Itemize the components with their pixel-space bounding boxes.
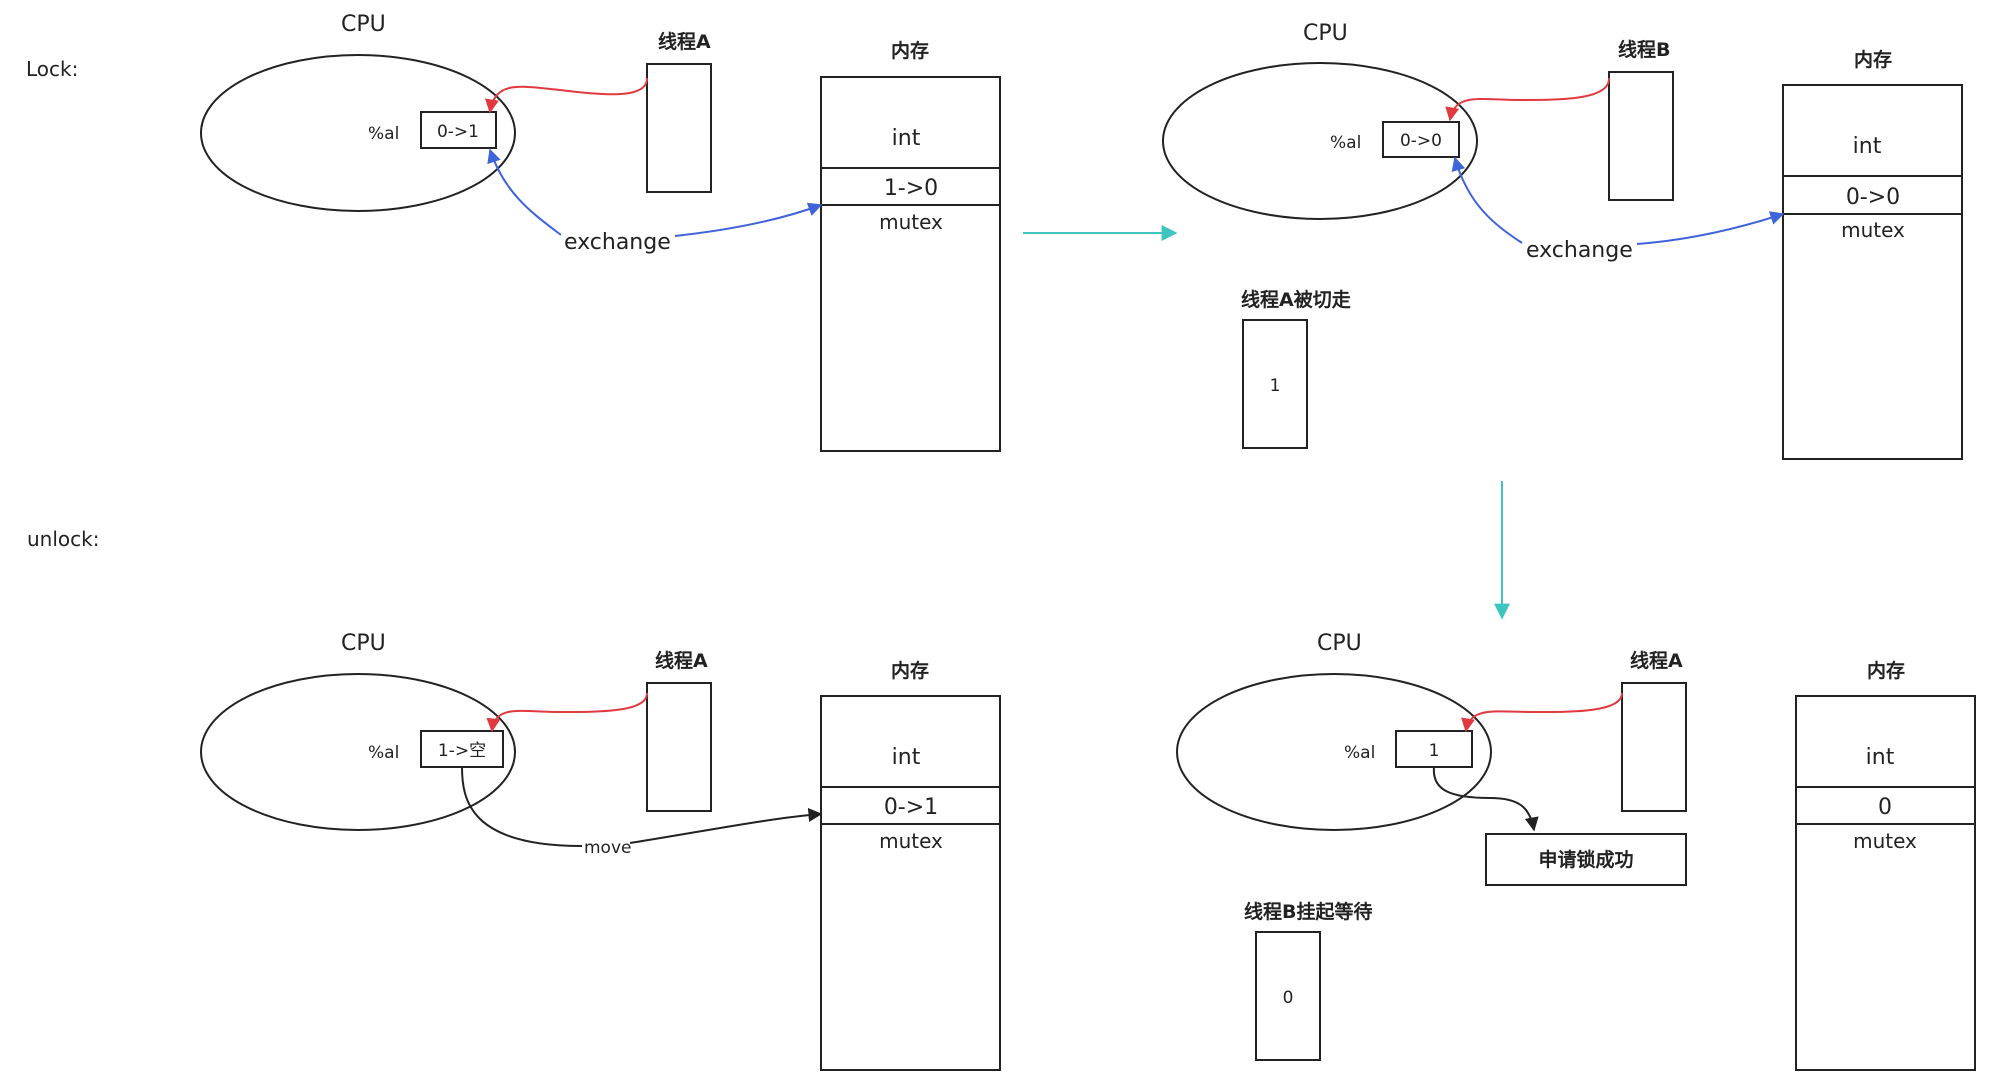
mutex-value: 0->1 [884,795,938,820]
exchange-label: exchange [564,230,671,255]
mutex-value: 0->0 [1846,185,1900,210]
thread-label: 线程A [1630,649,1683,672]
switched-thread-box [1242,319,1308,449]
mutex-label: mutex [879,829,943,853]
mutex-cell [1795,786,1976,825]
red-arrow [1461,692,1623,733]
waiting-thread-box [1255,931,1321,1061]
switched-thread-caption: 线程A被切走 [1241,288,1351,311]
panel-unlock: CPU %al 1->空 线程A 内存 int 0->1 mutex move [200,631,1001,1071]
thread-label: 线程A [658,30,711,53]
blue-arrow-to-mutex [1636,211,1785,245]
result-label: 申请锁成功 [1538,848,1633,871]
memory-int-label: int [892,126,921,151]
register-label: %al [1330,133,1361,153]
cpu-ellipse [200,54,516,212]
memory-label: 内存 [891,39,929,62]
red-arrow [1445,77,1611,122]
lock-section-label: Lock: [26,57,78,81]
thread-box [1608,71,1674,201]
mutex-cell [1782,175,1963,215]
mutex-cell [820,786,1001,825]
memory-int-label: int [1853,134,1882,159]
memory-int-label: int [1866,745,1895,770]
memory-int-label: int [892,745,921,770]
mutex-value: 1->0 [884,176,938,201]
move-arrow-start [461,766,583,847]
register-value: 1 [1429,741,1440,761]
exchange-label: exchange [1526,238,1633,263]
panel-lock-thread-b: CPU %al 0->0 线程B 内存 int 0->0 mutex excha… [1162,21,1963,460]
red-arrow [485,77,649,114]
mutex-value: 0 [1878,795,1892,820]
blue-arrow-to-register [1451,156,1523,244]
blue-arrow-to-mutex [674,202,823,237]
move-label: move [584,838,631,858]
thread-label: 线程A [655,649,708,672]
panel-lock-thread-a: CPU %al 0->1 线程A 内存 int 1->0 mutex excha… [200,12,1001,452]
register-box [420,111,497,149]
cpu-ellipse [1162,62,1478,220]
memory-label: 内存 [1854,48,1892,71]
memory-box [1782,84,1963,460]
switched-thread-value: 1 [1270,376,1281,396]
memory-box [1795,695,1976,1071]
cpu-label: CPU [1303,21,1348,46]
register-value: 0->0 [1400,131,1442,151]
mutex-cell [820,167,1001,206]
mutex-label: mutex [1841,218,1905,242]
cpu-label: CPU [1317,631,1362,656]
blue-arrow-to-register [487,148,562,236]
register-value: 0->1 [437,122,479,142]
waiting-thread-caption: 线程B挂起等待 [1244,900,1372,923]
result-box [1485,833,1687,886]
register-value: 1->空 [438,741,486,761]
cpu-ellipse [1176,673,1492,831]
thread-label: 线程B [1618,38,1670,61]
move-arrow-to-mutex [629,808,823,844]
unlock-section-label: unlock: [27,527,99,551]
memory-box [820,76,1001,452]
mutex-label: mutex [879,210,943,234]
cpu-label: CPU [341,12,386,37]
memory-box [820,695,1001,1071]
register-label: %al [368,124,399,144]
panel-lock-success: CPU %al 1 线程A 内存 int 0 mutex 申请锁成功 线程B挂起… [1176,631,1976,1071]
register-label: %al [1344,743,1375,763]
thread-box [646,63,712,193]
waiting-thread-value: 0 [1283,988,1294,1008]
memory-label: 内存 [891,659,929,682]
success-arrow [1432,766,1539,832]
cpu-label: CPU [341,631,386,656]
thread-box [1621,682,1687,812]
register-box [1382,121,1460,158]
cpu-ellipse [200,673,516,831]
mutex-label: mutex [1853,829,1917,853]
thread-box [646,682,712,812]
memory-label: 内存 [1867,659,1905,682]
register-label: %al [368,743,399,763]
red-arrow [486,692,649,733]
